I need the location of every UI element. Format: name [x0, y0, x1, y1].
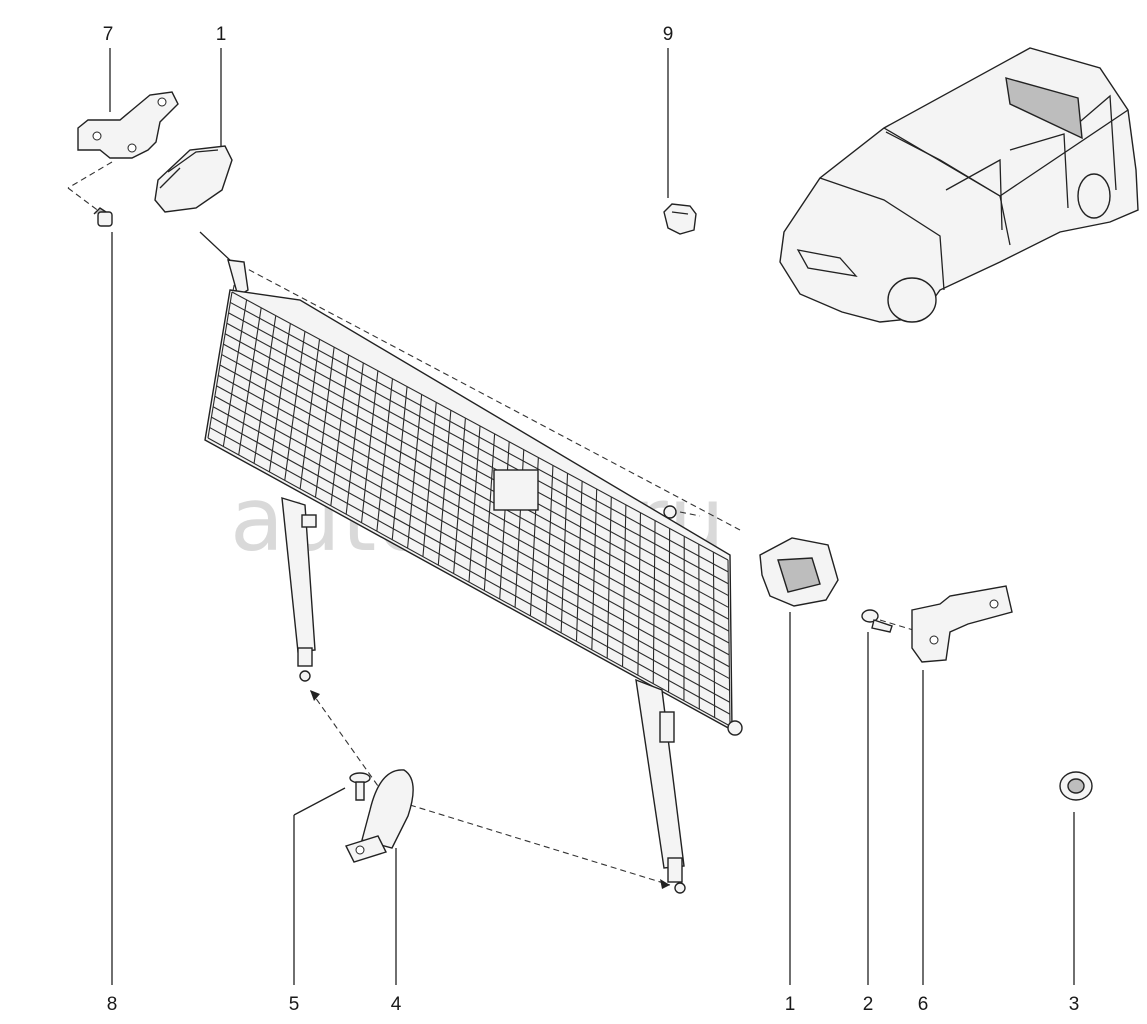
net-strand-horizontal [216, 385, 730, 668]
net-strand-horizontal [212, 406, 730, 691]
callout-4: 4 [390, 994, 402, 1015]
grommet-part-3 [1059, 771, 1093, 801]
net-strand-horizontal [218, 374, 730, 656]
net-strand-horizontal [231, 291, 729, 561]
callout-7: 7 [102, 24, 114, 45]
cargo-net [199, 231, 743, 736]
net-strand-horizontal [228, 312, 729, 585]
bracket-part-6 [911, 585, 1013, 663]
net-strand-horizontal [221, 354, 730, 632]
callout-1-bottom: 1 [784, 994, 796, 1015]
callout-3: 3 [1068, 994, 1080, 1015]
bolt-part-5 [349, 772, 371, 801]
strap-left [281, 497, 317, 682]
net-strand-horizontal [223, 343, 729, 620]
loop-part-4 [345, 769, 414, 863]
net-mesh [207, 291, 731, 727]
net-strand-horizontal [207, 437, 731, 727]
car-illustration [779, 47, 1139, 323]
holder-part-1-bottom [759, 537, 839, 607]
net-strand-horizontal [230, 301, 729, 573]
clip-part-1-top [154, 145, 233, 213]
screw-part-2 [861, 609, 893, 633]
clip-part-9 [663, 203, 697, 235]
net-strand-horizontal [226, 322, 729, 597]
net-strand-horizontal [214, 395, 730, 680]
callout-2: 2 [862, 994, 874, 1015]
callout-5: 5 [288, 994, 300, 1015]
net-strand-horizontal [219, 364, 730, 644]
strap-right [635, 678, 686, 894]
bracket-part-7 [77, 91, 179, 159]
callout-6: 6 [917, 994, 929, 1015]
callout-9: 9 [662, 24, 674, 45]
net-strand-horizontal [209, 427, 731, 715]
callout-8: 8 [106, 994, 118, 1015]
net-strand-horizontal [211, 416, 730, 703]
screw-part-8 [93, 207, 113, 227]
net-strand-horizontal [224, 333, 729, 608]
leader-lines [109, 48, 1075, 985]
callout-1-top: 1 [215, 24, 227, 45]
